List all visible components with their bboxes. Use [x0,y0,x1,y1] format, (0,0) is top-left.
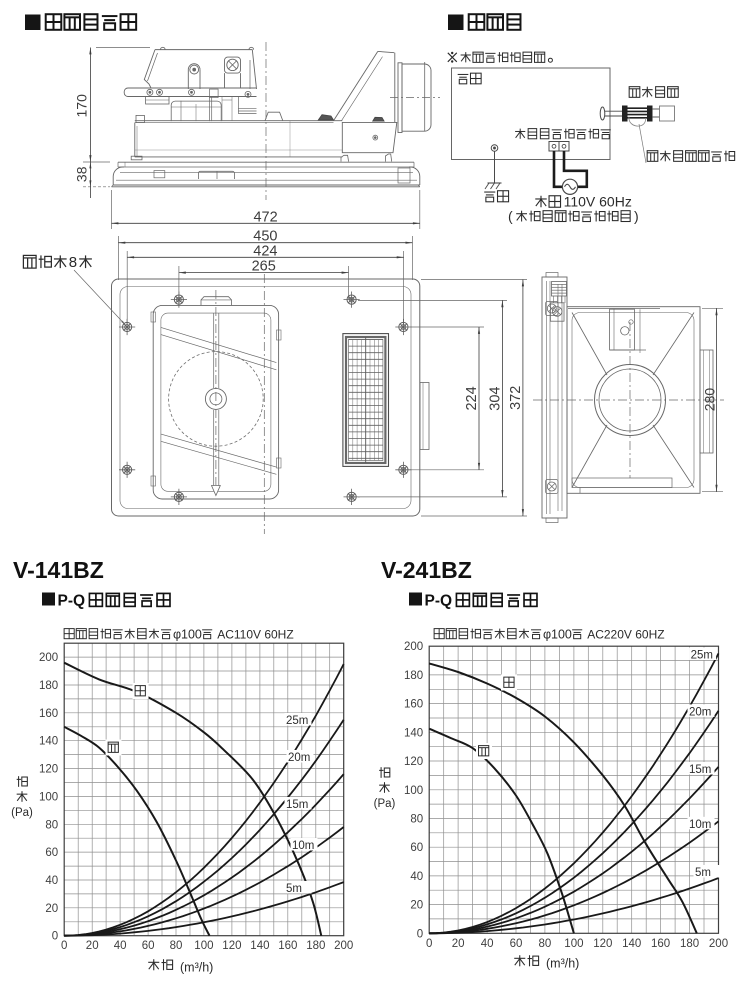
svg-text:200: 200 [39,652,58,664]
svg-text:25m: 25m [691,650,713,662]
svg-text:): ) [634,208,639,224]
svg-text:140: 140 [250,940,269,952]
svg-text:(m³/h): (m³/h) [180,961,213,975]
svg-text:160: 160 [651,938,670,950]
svg-text:20: 20 [410,900,423,912]
svg-text:20: 20 [86,940,99,952]
svg-text:100: 100 [194,940,213,952]
svg-text:100: 100 [551,628,572,642]
svg-text:120: 120 [404,756,423,768]
svg-text:60: 60 [510,938,523,950]
svg-text:80: 80 [170,940,183,952]
svg-text:160: 160 [404,699,423,711]
svg-text:450: 450 [253,229,277,245]
svg-text:424: 424 [253,243,277,259]
svg-text:10m: 10m [292,840,314,852]
svg-text:200: 200 [404,641,423,653]
svg-text:40: 40 [410,871,423,883]
svg-text:120: 120 [39,764,58,776]
svg-text:160: 160 [39,708,58,720]
svg-text:φ: φ [543,628,551,642]
svg-text:20: 20 [45,903,58,915]
svg-text:472: 472 [253,209,277,225]
svg-text:100: 100 [564,938,583,950]
svg-text:40: 40 [481,938,494,950]
svg-text:140: 140 [39,736,58,748]
svg-text:0: 0 [52,931,58,943]
svg-text:304: 304 [487,386,503,410]
svg-text:180: 180 [39,680,58,692]
svg-text:40: 40 [114,940,127,952]
svg-text:170: 170 [74,94,90,118]
svg-text:AC220V 60HZ: AC220V 60HZ [587,628,664,642]
svg-text:φ: φ [173,628,181,642]
svg-text:P-Q: P-Q [58,593,86,610]
svg-text:80: 80 [539,938,552,950]
svg-text:(m³/h): (m³/h) [546,957,579,971]
svg-text:160: 160 [278,940,297,952]
svg-text:80: 80 [410,814,423,826]
svg-text:60: 60 [142,940,155,952]
svg-text:224: 224 [464,386,480,410]
svg-text:265: 265 [252,259,276,275]
svg-text:5m: 5m [286,883,302,895]
svg-text:180: 180 [404,670,423,682]
svg-text:20m: 20m [288,752,310,764]
svg-text:372: 372 [508,386,524,410]
svg-text:15m: 15m [286,799,308,811]
svg-text:20: 20 [452,938,465,950]
svg-text:280: 280 [702,388,718,412]
svg-text:140: 140 [404,727,423,739]
svg-text:(Pa): (Pa) [11,807,33,819]
svg-text:P-Q: P-Q [425,593,453,610]
svg-text:40: 40 [45,875,58,887]
svg-text:60: 60 [45,847,58,859]
svg-text:AC110V 60HZ: AC110V 60HZ [217,628,293,642]
svg-text:100: 100 [39,791,58,803]
svg-text:5m: 5m [695,867,711,879]
svg-text:10m: 10m [689,819,711,831]
svg-text:V-141BZ: V-141BZ [13,557,104,583]
svg-text:140: 140 [622,938,641,950]
svg-text:80: 80 [45,819,58,831]
svg-text:100: 100 [404,785,423,797]
svg-text:200: 200 [334,940,353,952]
svg-text:120: 120 [222,940,241,952]
svg-text:0: 0 [417,928,423,940]
svg-text:120: 120 [593,938,612,950]
svg-text:0: 0 [61,940,67,952]
svg-text:100: 100 [181,628,202,642]
svg-text:200: 200 [709,938,728,950]
svg-text:V-241BZ: V-241BZ [381,557,472,583]
svg-text:0: 0 [426,938,432,950]
svg-text:25m: 25m [286,715,308,727]
svg-text:38: 38 [74,166,90,182]
svg-text:8: 8 [69,254,77,271]
svg-text:60: 60 [410,842,423,854]
svg-text:15m: 15m [689,764,711,776]
svg-text:(Pa): (Pa) [374,798,396,810]
svg-text:180: 180 [680,938,699,950]
svg-text:20m: 20m [689,706,711,718]
svg-text:180: 180 [306,940,325,952]
svg-text:110V 60Hz: 110V 60Hz [564,194,632,210]
svg-text:(: ( [508,208,513,224]
